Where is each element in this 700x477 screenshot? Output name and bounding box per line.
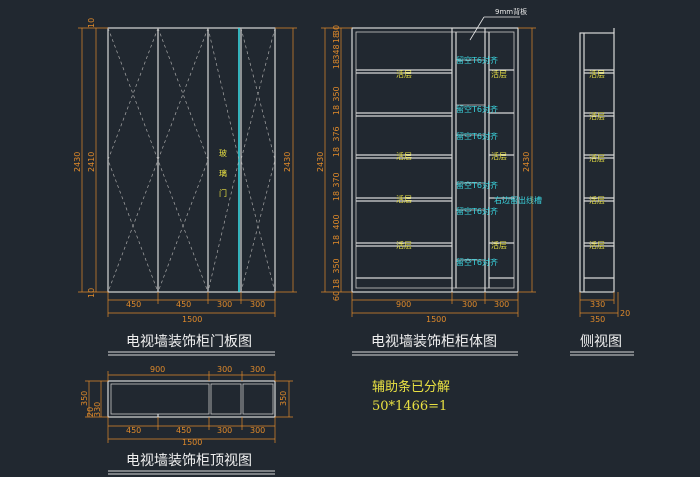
glass-door-label: 璃: [219, 168, 227, 178]
body-height-outer: 2430: [316, 152, 325, 172]
shelf-label: 活层: [589, 69, 605, 79]
back-panel-label: 9mm背板: [495, 7, 527, 16]
note-line-1: 辅助条已分解: [372, 379, 450, 395]
door-outline: [107, 27, 276, 293]
top-bottom-width: 450: [126, 426, 141, 435]
body-width: 300: [462, 300, 477, 309]
cutout-label: 留空T6对齐: [456, 104, 498, 114]
top-bottom-width: 300: [250, 426, 265, 435]
shelf-label: 活层: [491, 151, 507, 161]
cutout-label: 留空T6对齐: [456, 131, 498, 141]
cabinet-inner: [355, 31, 515, 289]
shelf-label: 活层: [396, 69, 412, 79]
top-width: 300: [217, 365, 232, 374]
top-bottom-width: 300: [217, 426, 232, 435]
top-bay: [242, 383, 274, 415]
swing-line: [107, 27, 159, 293]
shelf-label: 活层: [491, 240, 507, 250]
door-total-width: 1500: [182, 315, 202, 324]
swing-line: [240, 27, 276, 293]
door-bottom-gap: 10: [87, 288, 96, 298]
door-width: 450: [126, 300, 141, 309]
top-view-title: 电视墙装饰柜顶视图: [126, 453, 252, 469]
glass-door-label: 门: [219, 188, 227, 198]
cutout-label: 留空T6对齐: [456, 55, 498, 65]
body-height-right: 2430: [522, 152, 531, 172]
top-view: 900 300 300 350 20 330 350 450 450 300 3…: [80, 365, 293, 475]
top-width: 300: [250, 365, 265, 374]
body-vertical-dim: 18: [332, 191, 341, 201]
top-bottom-width: 450: [176, 426, 191, 435]
body-vertical-dim: 400: [332, 214, 341, 229]
shelf-label: 活层: [589, 240, 605, 250]
swing-line: [157, 27, 209, 293]
glass-door-label: 玻: [219, 148, 227, 158]
swing-line: [107, 27, 159, 293]
top-right-dim: 350: [279, 391, 288, 406]
top-bay: [210, 383, 242, 415]
body-vertical-dim: 18: [332, 59, 341, 69]
top-outline: [107, 380, 276, 418]
body-vertical-dim: 18: [332, 105, 341, 115]
door-top-gap: 10: [87, 18, 96, 28]
swing-line: [240, 27, 276, 293]
body-vertical-dim: 376: [332, 126, 341, 141]
side-view: 活层 活层 活层 活层 活层 330 350 20 侧视图: [570, 28, 634, 356]
shelf-label: 活层: [396, 151, 412, 161]
door-width: 300: [217, 300, 232, 309]
side-depth-outer: 350: [590, 315, 605, 324]
swing-line: [207, 27, 240, 293]
shelf-label: 活层: [589, 111, 605, 121]
shelf-label: 活层: [491, 69, 507, 79]
door-height-inner: 2410: [87, 152, 96, 172]
body-vertical-dim: 18: [332, 147, 341, 157]
body-vertical-dim: 30: [332, 25, 341, 35]
top-left-dim: 330: [93, 402, 102, 417]
shelf-label: 活层: [589, 195, 605, 205]
side-view-title: 侧视图: [580, 334, 622, 350]
body-width: 300: [494, 300, 509, 309]
wire-slot-label: 右边留出线槽: [494, 195, 542, 205]
door-panel-title: 电视墙装饰柜门板图: [126, 334, 252, 350]
door-height-right: 2430: [283, 152, 292, 172]
shelf-label: 活层: [589, 153, 605, 163]
shelf-label: 活层: [396, 194, 412, 204]
body-vertical-dim: 370: [332, 172, 341, 187]
top-left-dim: 350: [80, 391, 89, 406]
body-vertical-dim: 350: [332, 258, 341, 273]
body-vertical-dim: 350: [332, 86, 341, 101]
body-total-width: 1500: [426, 315, 446, 324]
cabinet-body-title: 电视墙装饰柜柜体图: [371, 334, 497, 350]
top-bay: [110, 383, 210, 415]
cutout-label: 留空T6对齐: [456, 180, 498, 190]
body-vertical-dim: 60: [332, 291, 341, 301]
side-thickness: 20: [620, 309, 630, 318]
door-height-outer: 2430: [73, 152, 82, 172]
door-width: 300: [250, 300, 265, 309]
side-depth-inner: 330: [590, 300, 605, 309]
door-width: 450: [176, 300, 191, 309]
top-left-dim: 20: [86, 407, 95, 417]
cutout-label: 留空T6对齐: [456, 257, 498, 267]
top-total-width: 1500: [182, 438, 202, 447]
notes: 辅助条已分解 50*1466=1: [372, 379, 450, 414]
body-vertical-dim: 18: [332, 33, 341, 43]
cabinet-outline: [351, 27, 519, 293]
shelf-label: 活层: [396, 240, 412, 250]
body-vertical-dim: 18: [332, 235, 341, 245]
note-line-2: 50*1466=1: [372, 399, 447, 414]
cabinet-body-view: 活层 活层 活层 活层 活层 活层 活层 留空T6对齐 留空T6对齐 留空T6对…: [316, 7, 542, 356]
body-vertical-dim: 348: [332, 44, 341, 59]
side-outline: [579, 32, 615, 293]
swing-line: [157, 27, 209, 293]
cutout-label: 留空T6对齐: [456, 206, 498, 216]
body-vertical-dim: 18: [332, 279, 341, 289]
top-width: 900: [150, 365, 165, 374]
leader-line: [469, 16, 485, 41]
body-width: 900: [396, 300, 411, 309]
door-panel-view: 玻 璃 门 2430 2410 10 10 2430 450 450 300 3…: [73, 18, 297, 356]
